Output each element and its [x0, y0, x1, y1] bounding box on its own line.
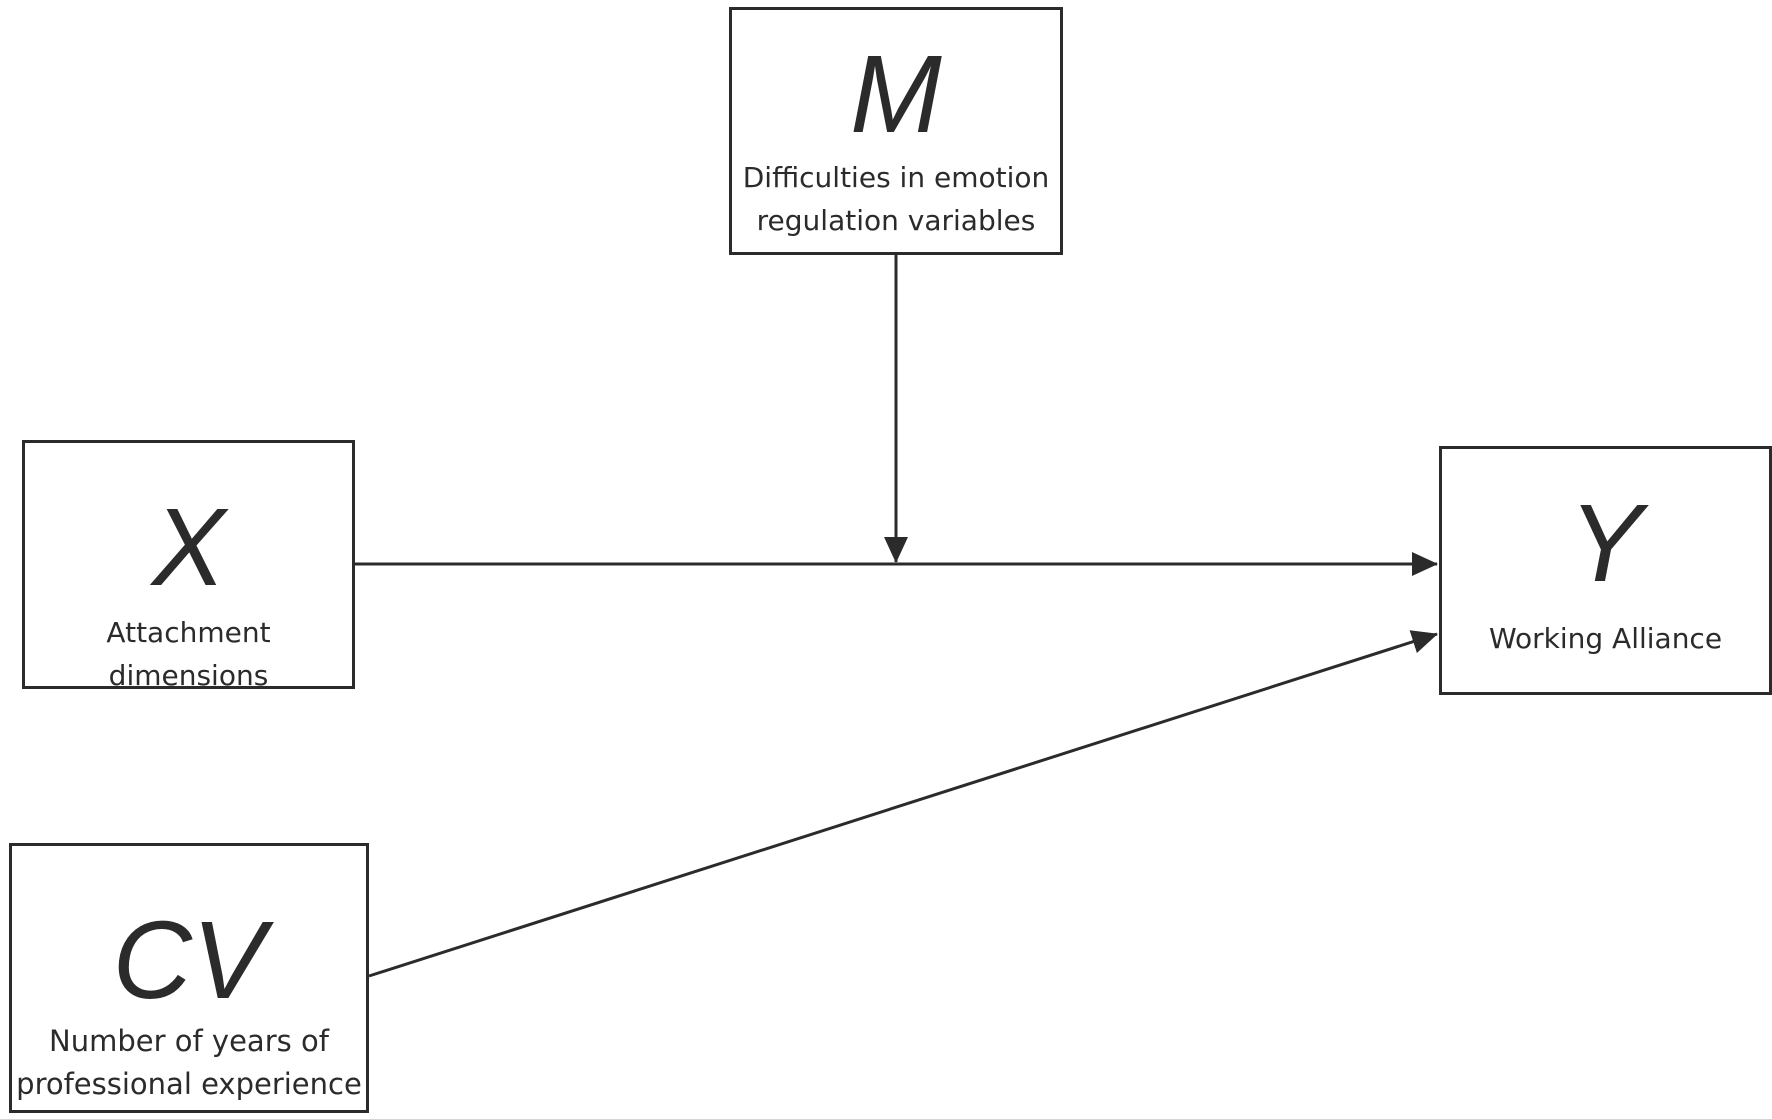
- node-x-symbol: X: [151, 486, 226, 609]
- node-m-label: Difficulties in emotion regulation varia…: [742, 161, 1050, 237]
- node-outcome: Y Working Alliance: [1439, 446, 1772, 695]
- node-m-symbol: M: [850, 33, 942, 156]
- node-predictor: X Attachment dimensions: [22, 440, 355, 692]
- node-x-label: Attachment dimensions: [106, 616, 271, 692]
- node-mediator: M Difficulties in emotion regulation var…: [729, 7, 1063, 255]
- node-y-symbol: Y: [1568, 482, 1643, 605]
- node-cv-label: Number of years of professional experien…: [16, 1024, 362, 1101]
- arrow-cv-to-y: [368, 630, 1438, 978]
- node-y-label: Working Alliance: [1488, 622, 1723, 655]
- node-covariate: CV Number of years of professional exper…: [9, 843, 369, 1113]
- node-cv-symbol: CV: [112, 899, 266, 1022]
